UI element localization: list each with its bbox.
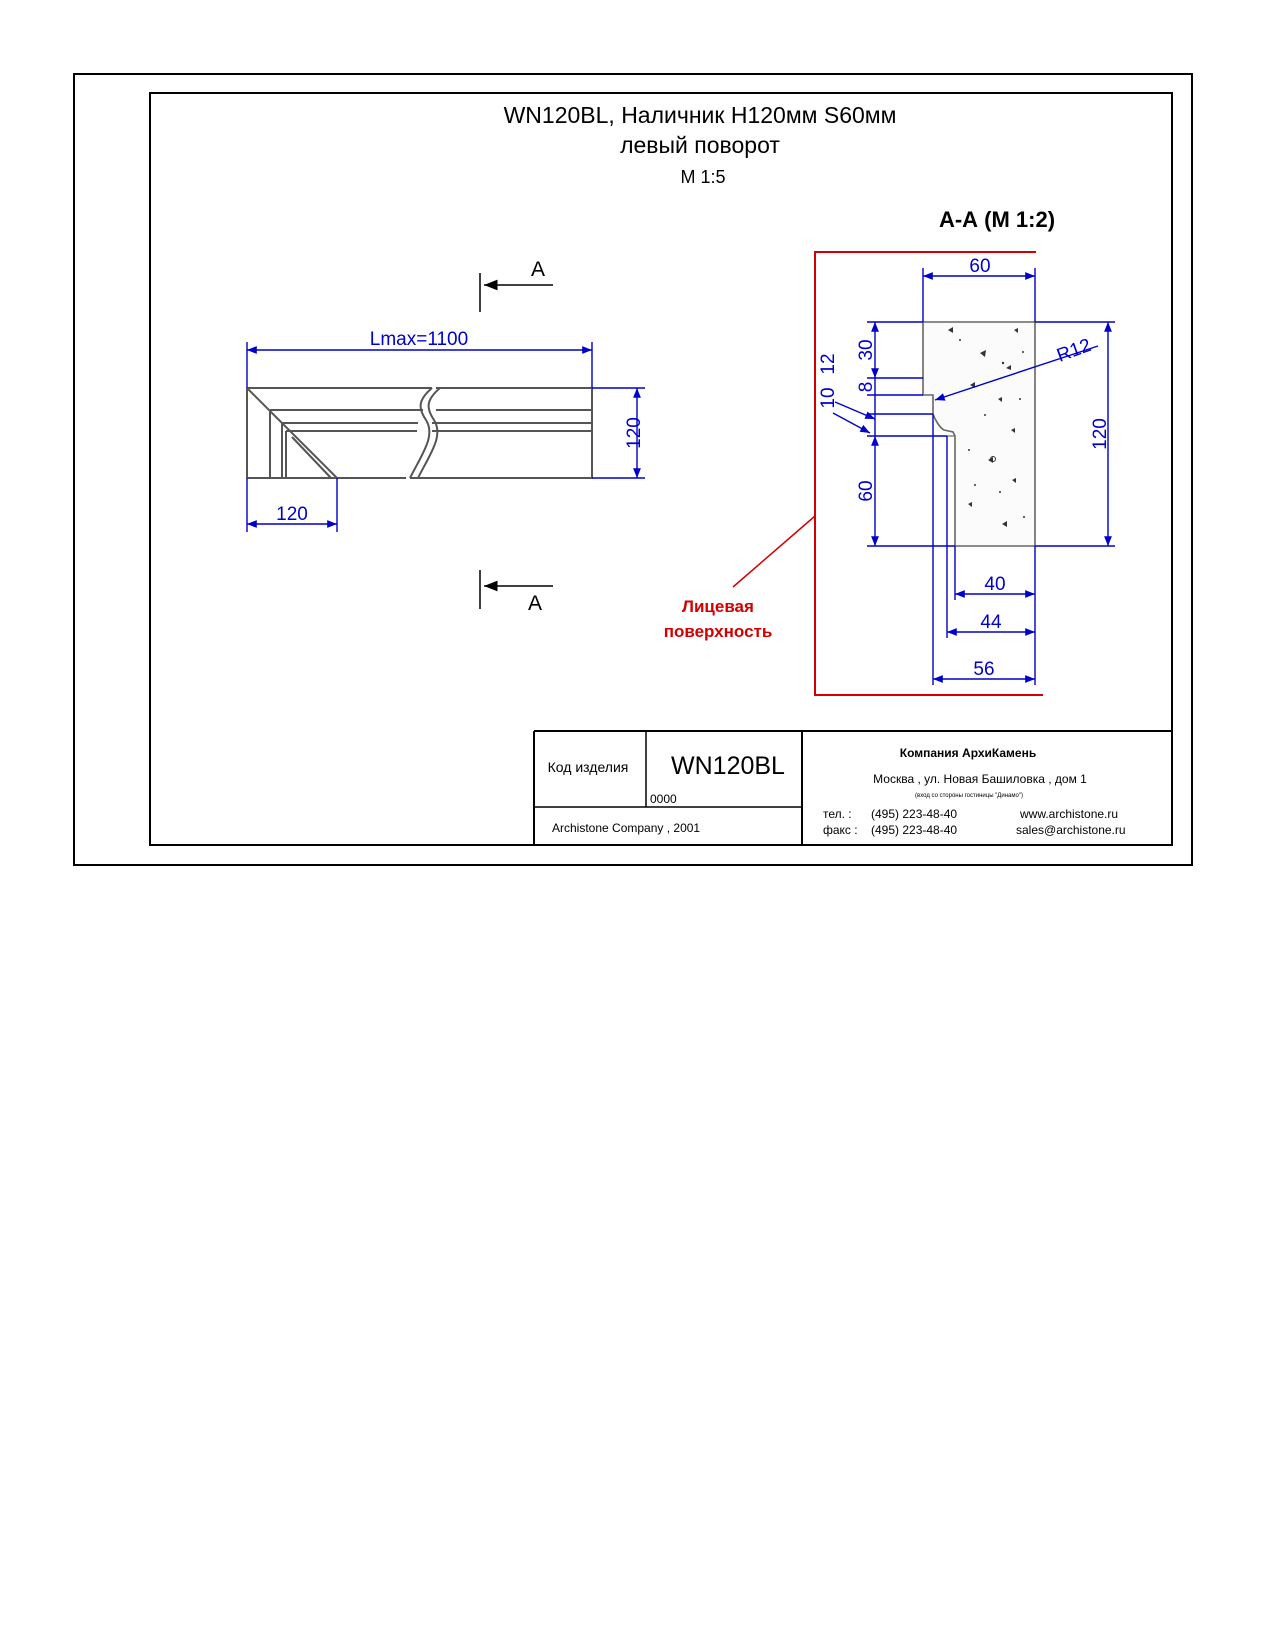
- cut-label-bottom: А: [528, 592, 542, 615]
- code-number: 0000: [650, 792, 677, 806]
- dim-section-height: 120: [1090, 418, 1111, 450]
- dim-56: 56: [973, 659, 994, 680]
- dim-60: 60: [856, 480, 877, 501]
- title-line1: WN120BL, Наличник H120мм S60мм: [504, 102, 897, 128]
- company-name: Компания АрхиКамень: [900, 746, 1036, 760]
- dim-40: 40: [984, 574, 1005, 595]
- code-value: WN120BL: [671, 752, 785, 780]
- dim-30: 30: [856, 339, 877, 360]
- inner-frame: [149, 92, 1173, 846]
- tel-label: тел. :: [823, 807, 852, 821]
- face-label-line1: Лицевая: [682, 597, 754, 616]
- dim-12: 12: [818, 353, 839, 374]
- email-link[interactable]: sales@archistone.ru: [1016, 823, 1126, 837]
- code-label: Код изделия: [548, 759, 629, 775]
- stone-profile: [922, 321, 1036, 547]
- elevation-view: Lmax=1100 120 120 А А: [246, 258, 645, 615]
- address-note: (вход со стороны гостиницы "Динамо"): [915, 793, 1023, 799]
- section-view: А-А (М 1:2) Лицевая поверхность 60 120: [664, 207, 1115, 696]
- cut-label-top: А: [531, 258, 545, 281]
- dim-44: 44: [980, 612, 1002, 633]
- title-block: Код изделия WN120BL 0000 Archistone Comp…: [533, 730, 1172, 845]
- moulding-outline: [247, 387, 593, 479]
- title-scale: М 1:5: [680, 167, 725, 187]
- dim-corner-label: 120: [276, 504, 308, 525]
- tel-value: (495) 223-48-40: [871, 807, 957, 821]
- title-line2: левый поворот: [620, 132, 780, 158]
- outer-frame: [73, 73, 1193, 866]
- face-label-line2: поверхность: [664, 622, 773, 641]
- fax-value: (495) 223-48-40: [871, 823, 957, 837]
- dim-8: 8: [856, 382, 877, 393]
- copyright: Archistone Company , 2001: [552, 821, 700, 835]
- face-surface-marker: [814, 251, 1043, 696]
- dim-top-width: 60: [969, 256, 990, 277]
- dim-length-label: Lmax=1100: [370, 329, 468, 350]
- dim-radius: R12: [1054, 335, 1094, 367]
- section-label: А-А (М 1:2): [939, 207, 1055, 232]
- company-address: Москва , ул. Новая Башиловка , дом 1: [873, 772, 1087, 786]
- fax-label: факс :: [823, 823, 858, 837]
- dim-10: 10: [818, 387, 839, 408]
- website-link[interactable]: www.archistone.ru: [1019, 807, 1118, 821]
- dim-height-label: 120: [624, 417, 645, 449]
